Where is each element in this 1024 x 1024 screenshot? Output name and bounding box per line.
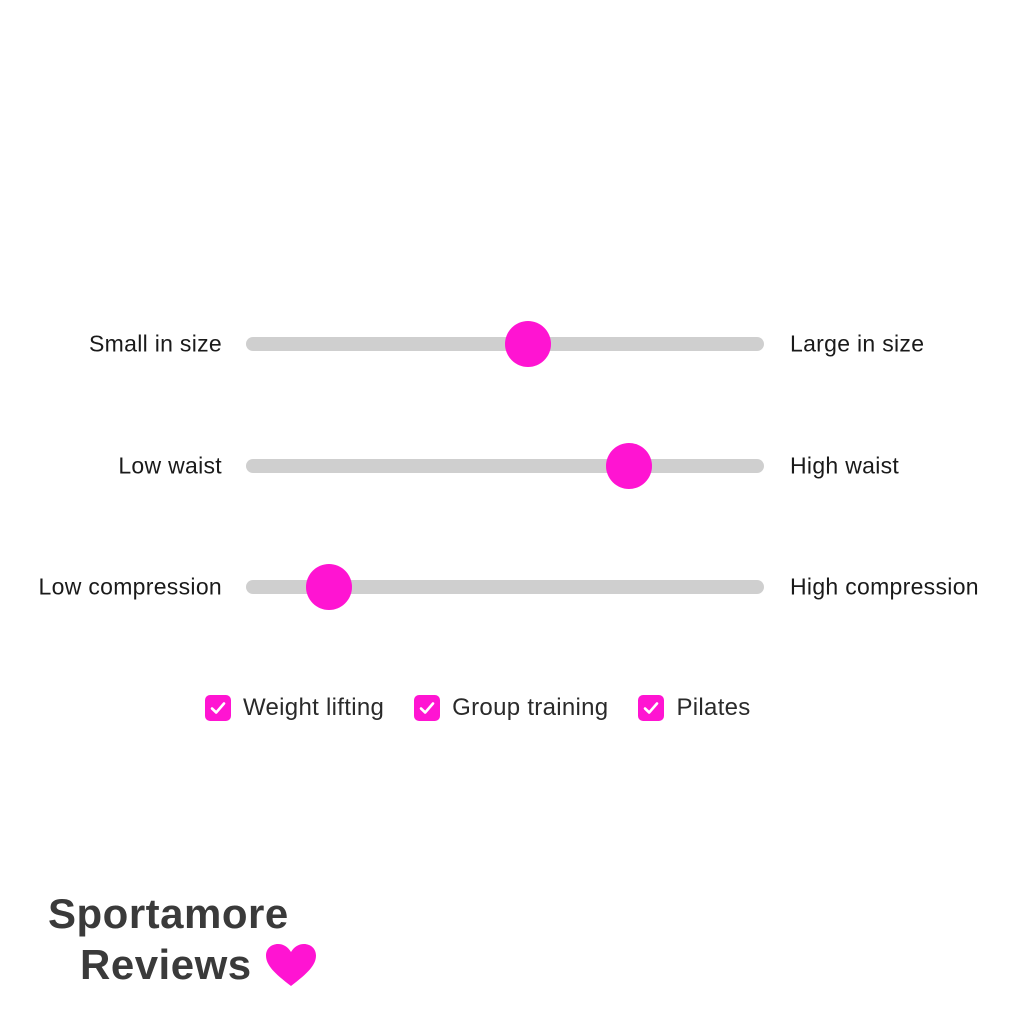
checkmark-icon [644, 702, 659, 714]
slider-waist: Low waist High waist [0, 442, 1024, 490]
slider-waist-track[interactable] [246, 443, 764, 489]
checkmark-icon [419, 702, 435, 714]
option-pilates[interactable]: Pilates [638, 694, 750, 722]
heart-icon [265, 944, 316, 987]
slider-compression-left-label: Low compression [38, 573, 222, 600]
option-weight-lifting[interactable]: Weight lifting [205, 694, 384, 722]
brand-tagline: Reviews [80, 941, 252, 989]
slider-compression-thumb[interactable] [305, 564, 352, 610]
slider-size-left-label: Small in size [89, 330, 222, 357]
weight-lifting-checkbox[interactable] [205, 695, 231, 721]
slider-compression-track[interactable] [246, 564, 764, 610]
slider-size-track[interactable] [246, 321, 764, 367]
pilates-checkbox[interactable] [638, 695, 665, 721]
brand-logo: Sportamore Reviews [48, 890, 318, 988]
option-group-training[interactable]: Group training [414, 694, 608, 722]
checkmark-icon [210, 702, 226, 714]
brand-name: Sportamore [48, 890, 289, 937]
brand-tagline-row: Reviews [80, 942, 318, 988]
group-training-checkbox[interactable] [414, 695, 441, 721]
slider-compression: Low compression High compression [0, 563, 1024, 611]
slider-compression-right-label: High compression [790, 573, 979, 600]
group-training-label: Group training [452, 694, 609, 721]
slider-waist-left-label: Low waist [118, 452, 222, 479]
slider-size: Small in size Large in size [0, 320, 1024, 368]
slider-waist-thumb[interactable] [606, 443, 653, 489]
activity-options: Weight lifting Group training Pilates [205, 686, 781, 730]
slider-waist-right-label: High waist [790, 452, 900, 479]
slider-size-thumb[interactable] [505, 321, 552, 367]
weight-lifting-label: Weight lifting [243, 694, 385, 721]
slider-size-right-label: Large in size [790, 330, 925, 357]
pilates-label: Pilates [676, 694, 751, 721]
